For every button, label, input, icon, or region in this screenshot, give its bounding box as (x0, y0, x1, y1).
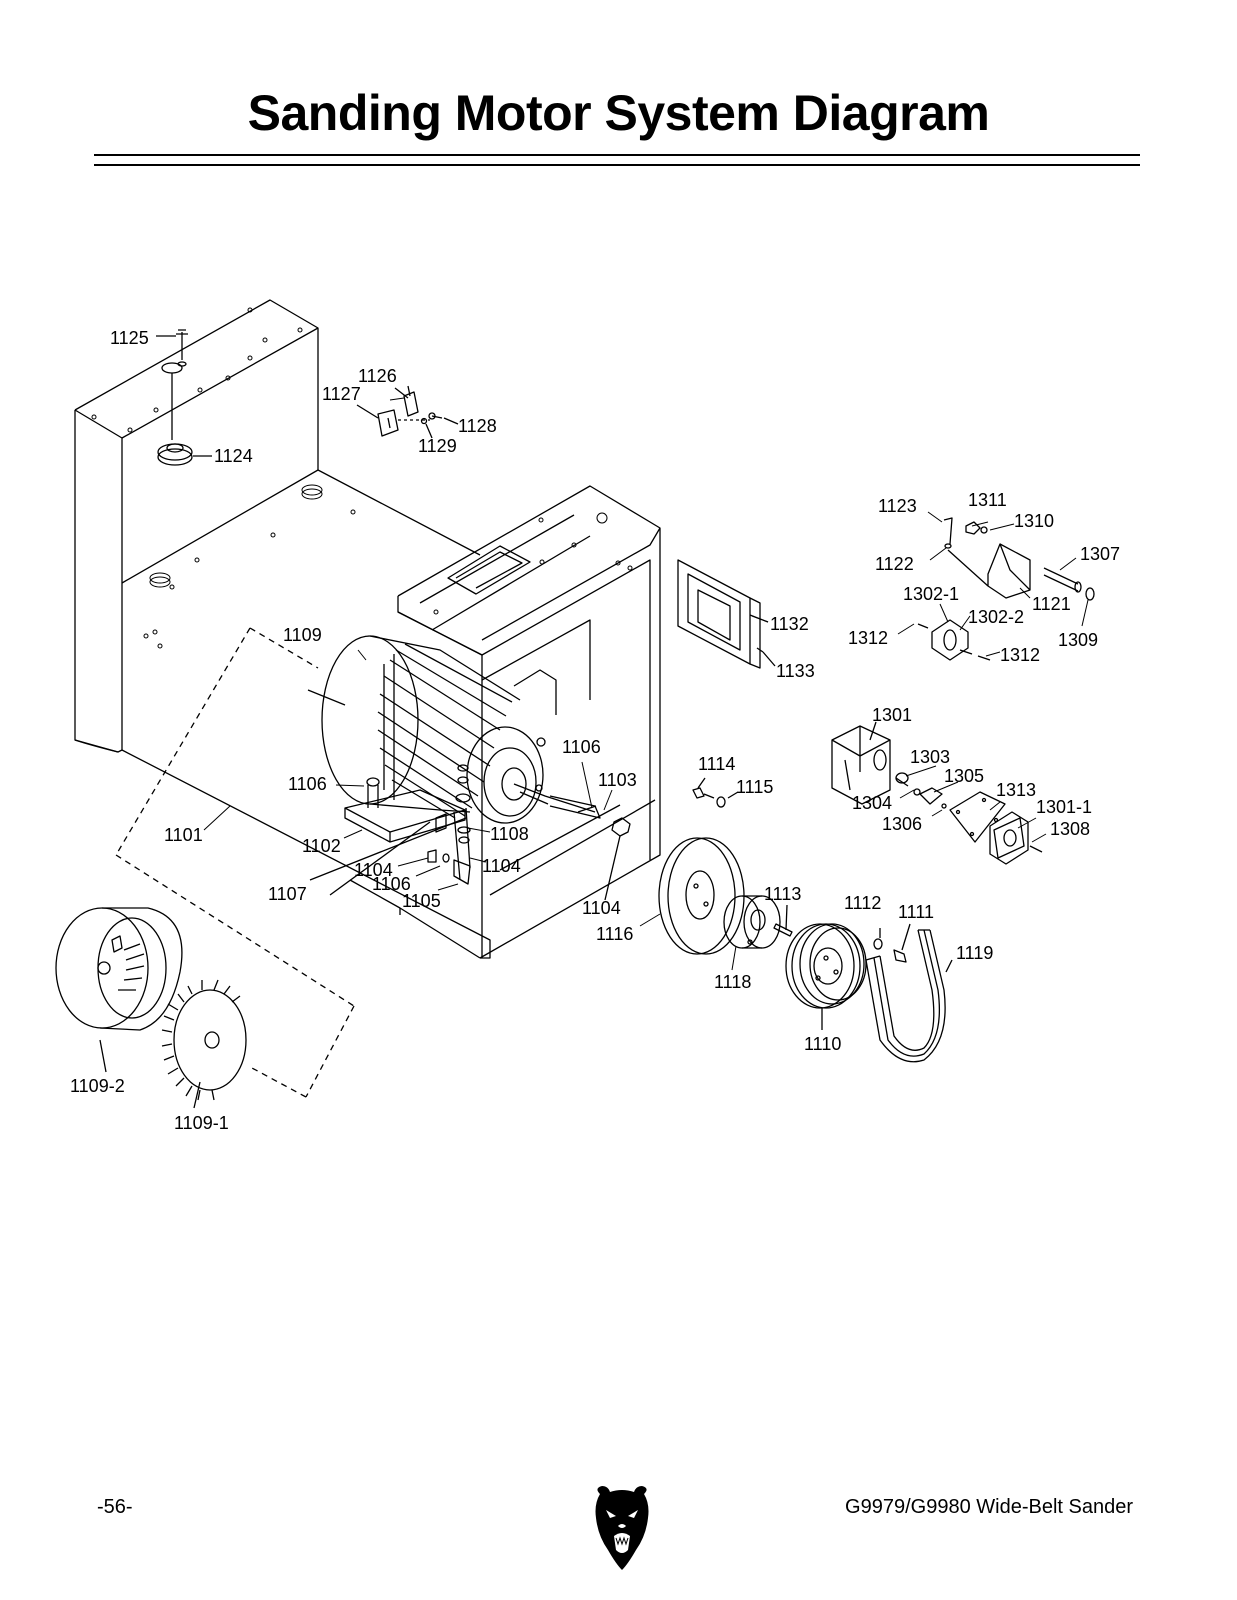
part-1118-bushing (723, 895, 781, 949)
part-label: 1109-2 (70, 1076, 125, 1096)
part-label: 1312 (1000, 645, 1040, 665)
part-1303-1306 (895, 772, 947, 809)
part-1109-2-fan-cover (55, 907, 183, 1073)
part-label: 1310 (1014, 511, 1054, 531)
part-1119-belts (865, 929, 953, 1063)
part-label: 1302-2 (968, 607, 1024, 627)
part-label: 1301-1 (1036, 797, 1092, 817)
leader-lines (203, 397, 1089, 971)
part-label: 1308 (1050, 819, 1090, 839)
part-label: 1126 (358, 366, 397, 386)
part-label: 1108 (490, 824, 529, 844)
part-1132-frame (677, 559, 776, 669)
part-label: 1111 (898, 902, 934, 922)
part-label: 1118 (714, 972, 751, 992)
part-label: 1305 (944, 766, 984, 786)
part-label: 1311 (968, 490, 1007, 510)
part-label: 1312 (848, 628, 888, 648)
part-label: 1123 (878, 496, 917, 516)
manual-title: G9979/G9980 Wide-Belt Sander (845, 1496, 1133, 1518)
part-label: 1102 (302, 836, 341, 856)
part-1102-mount-plate (309, 764, 471, 896)
part-label: 1127 (322, 384, 361, 404)
part-label: 1109 (283, 625, 322, 645)
title-rule-bottom (94, 164, 1140, 166)
part-1110-pulley (785, 923, 867, 1030)
part-label: 1125 (110, 328, 149, 348)
part-label: 1309 (1058, 630, 1098, 650)
part-1109-1-fan (161, 979, 247, 1109)
part-1109-motor (307, 635, 601, 824)
title-rule-top (94, 154, 1140, 156)
part-label: 1301 (872, 705, 912, 725)
part-label: 1101 (164, 825, 203, 845)
part-label: 1303 (910, 747, 950, 767)
part-1126-1127 (356, 385, 459, 439)
part-label: 1107 (268, 884, 307, 904)
part-label: 1112 (844, 893, 881, 913)
part-1124-1125 (156, 329, 212, 466)
part-label: 1122 (875, 554, 914, 574)
part-1301-1-housing (989, 811, 1043, 865)
part-label: 1124 (214, 446, 253, 466)
part-label: 1129 (418, 436, 457, 456)
part-label: 1307 (1080, 544, 1120, 564)
page-title: Sanding Motor System Diagram (247, 85, 990, 141)
motor-dashed-outline (115, 627, 355, 1098)
part-label: 1106 (562, 737, 601, 757)
cabinet-frame (74, 299, 661, 959)
part-1104-nut (577, 805, 631, 901)
part-label: 1313 (996, 780, 1036, 800)
part-label: 1104 (582, 898, 621, 918)
part-1301-bracket (831, 721, 891, 805)
part-label: 1103 (598, 770, 637, 790)
cabinet-holes (91, 307, 633, 649)
part-label: 1109-1 (174, 1113, 229, 1133)
part-1116-disc (658, 837, 745, 955)
part-label: 1113 (764, 884, 801, 904)
part-1114-1115 (692, 777, 739, 808)
part-1307-1310 (943, 517, 1095, 601)
part-1302-roller (917, 619, 991, 661)
page-number: -56- (97, 1496, 133, 1518)
part-label: 1119 (956, 943, 993, 963)
part-label: 1114 (698, 754, 735, 774)
part-label: 1133 (776, 661, 815, 681)
part-label: 1132 (770, 614, 809, 634)
part-label: 1115 (736, 777, 773, 797)
part-label: 1302-1 (903, 584, 959, 604)
part-label: 1128 (458, 416, 497, 436)
part-label: 1116 (596, 924, 633, 944)
part-label: 1104 (482, 856, 521, 876)
part-number-labels: 1125 1126 1127 1128 1129 1124 1123 1311 … (70, 328, 1120, 1133)
part-1111-1112 (873, 923, 911, 963)
part-label: 1304 (852, 793, 892, 813)
bear-head-icon (595, 1486, 649, 1570)
part-1113-key (773, 904, 793, 937)
part-label: 1106 (372, 874, 411, 894)
part-label: 1106 (288, 774, 327, 794)
part-label: 1110 (804, 1034, 841, 1054)
part-label: 1121 (1032, 594, 1071, 614)
part-label: 1104 (354, 860, 393, 880)
part-label: 1105 (402, 891, 441, 911)
part-label: 1306 (882, 814, 922, 834)
